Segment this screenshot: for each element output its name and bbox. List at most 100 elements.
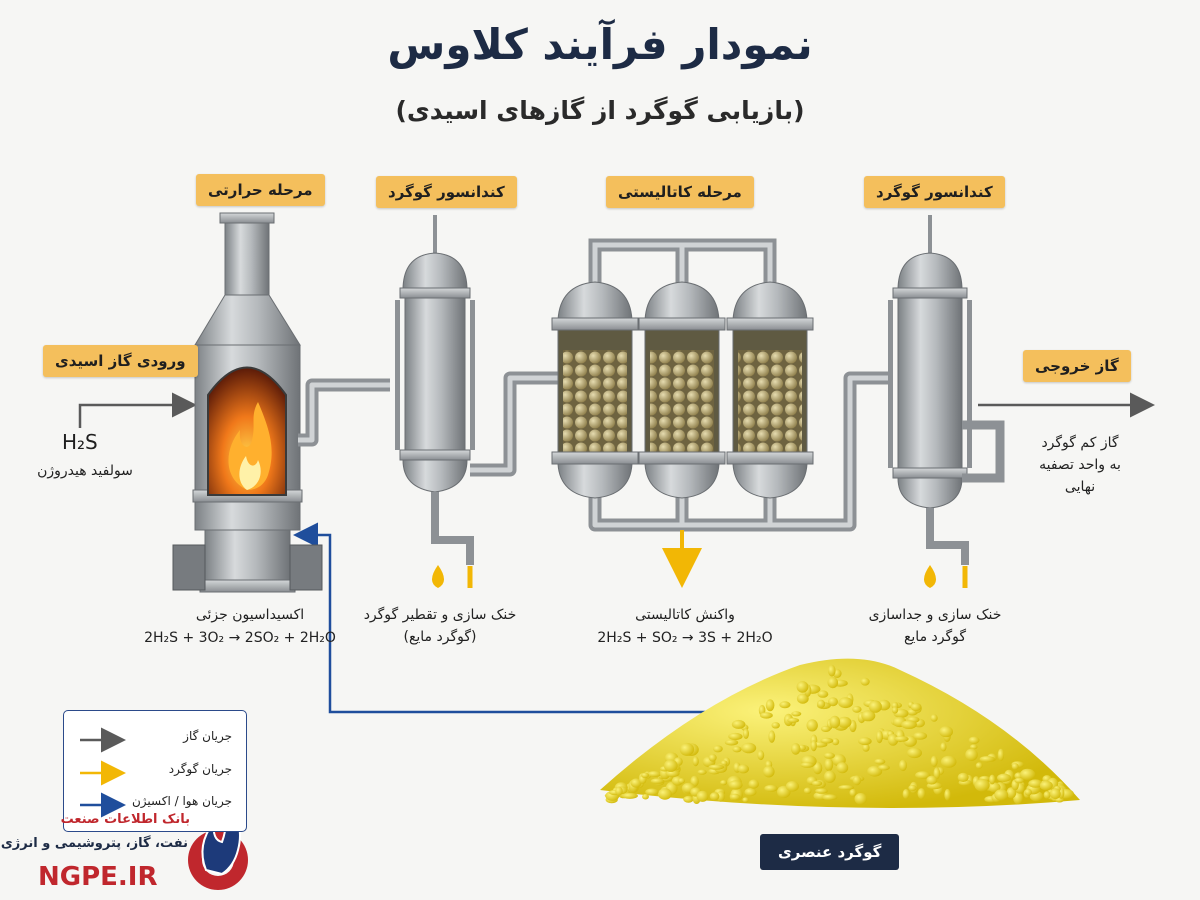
outlet-tag: گاز خروجی [1023,350,1131,382]
sulfur-nugget [1011,763,1019,770]
sulfur-nugget [641,772,649,778]
sulfur-nugget [926,775,938,785]
air-flow-line [293,522,760,714]
sulfur-nugget [803,787,812,794]
brand-line-2: نفت، گاز، پتروشیمی و انرژی [0,836,188,851]
legend-air-flow: جریان هوا / اکسیژن [131,794,232,808]
sulfur-nugget [887,733,899,746]
inlet-name: سولفید هیدروژن [37,463,133,479]
sulfur-nugget [729,793,741,801]
sulfur-nugget [678,778,685,784]
sulfur-nugget [852,706,862,713]
sulfur-nugget [940,742,947,752]
sulfur-nugget [944,789,951,801]
sulfur-nugget [785,781,800,792]
sulfur-nugget [630,778,642,788]
catalytic-reactor-3 [726,281,814,499]
sulfur-nugget [894,736,909,742]
sulfur-nugget [874,758,886,765]
sulfur-nugget [868,700,882,713]
sulfur-drop-icon [924,565,936,588]
product-tag: گوگرد عنصری [760,834,900,870]
sulfur-nugget [997,748,1005,762]
sulfur-nugget [1019,768,1036,781]
inlet-gas-arrow [78,392,197,428]
sulfur-condenser-1 [395,215,475,588]
catalytic-reactor-1 [551,281,639,499]
sulfur-nugget [902,789,910,799]
sulfur-nugget [763,765,775,778]
sulfur-nugget [1014,777,1024,784]
sulfur-nugget [965,748,978,761]
sulfur-nugget [891,706,899,714]
sulfur-nugget [743,728,749,739]
inlet-tag: ورودی گاز اسیدی [43,345,198,377]
sulfur-nugget [791,711,802,717]
sulfur-nugget [796,681,809,693]
sulfur-nugget [987,782,1001,793]
sulfur-nugget [828,697,838,707]
sulfur-nugget [650,778,665,784]
sulfur-nugget [1043,791,1051,799]
sulfur-nugget [939,726,953,738]
sulfur-nugget [1006,787,1017,799]
sulfur-nugget [800,762,815,768]
sulfur-nugget [838,785,854,790]
sulfur-nugget [731,719,746,729]
sulfur-nugget [679,742,695,756]
sulfur-nugget [713,745,723,753]
sulfur-nugget [899,759,907,772]
inlet-formula: H₂S [62,430,98,454]
catalytic-reactor-2 [638,281,726,499]
sulfur-nugget [832,738,840,746]
sulfur-nugget [1049,788,1061,800]
sulfur-nugget [760,712,773,719]
caption-thermal-equation: 2H₂S + 3O₂ → 2SO₂ + 2H₂O [144,630,336,646]
sulfur-nugget [787,717,800,723]
legend-arrows [80,727,126,818]
sulfur-nugget [828,664,836,677]
page-subtitle: (بازیابی گوگرد از گازهای اسیدی) [395,96,805,125]
outlet-desc: گاز کم گوگرد به واحد تصفیه نهایی [1039,435,1121,495]
page-title: نمودار فرآیند کلاوس [387,20,813,69]
sulfur-nugget [823,752,835,759]
sulfur-nugget [724,739,739,746]
sulfur-nugget [854,793,867,805]
sulfur-nugget [806,719,818,732]
sulfur-nugget [907,747,922,759]
sulfur-nugget [933,767,941,780]
sulfur-nugget [716,791,725,802]
sulfur-nugget [820,737,834,744]
sulfur-nugget [852,775,862,786]
sulfur-nugget [817,699,826,709]
sulfur-nugget [645,788,659,796]
sulfur-nugget [861,710,876,722]
sulfur-nugget [790,743,801,755]
sulfur-nugget [1028,779,1043,788]
flame-icon [228,402,272,490]
sulfur-pile [600,658,1080,808]
sulfur-nugget [849,788,857,797]
sulfur-nugget [827,677,839,689]
sulfur-nugget [647,771,662,777]
sulfur-nugget [837,716,852,728]
sulfur-nugget [968,736,980,744]
sulfur-nugget [969,744,978,750]
sulfur-nugget [642,793,649,800]
caption-catalytic-title: واکنش کاتالیستی [635,607,735,623]
sulfur-nugget [765,699,775,712]
sulfur-nugget [930,714,938,722]
sulfur-nugget [683,795,694,803]
stage-tag-condenser-1: کندانسور گوگرد [376,176,517,208]
sulfur-nugget [997,773,1011,782]
legend-sulfur-flow: جریان گوگرد [168,762,232,776]
sulfur-nugget [692,756,699,767]
sulfur-nugget [860,677,870,686]
sulfur-nugget [771,722,780,729]
sulfur-nugget [836,762,849,774]
sulfur-nugget [901,720,917,729]
sulfur-nugget [742,797,749,803]
sulfur-nugget [732,746,742,753]
sulfur-nugget [910,703,922,712]
